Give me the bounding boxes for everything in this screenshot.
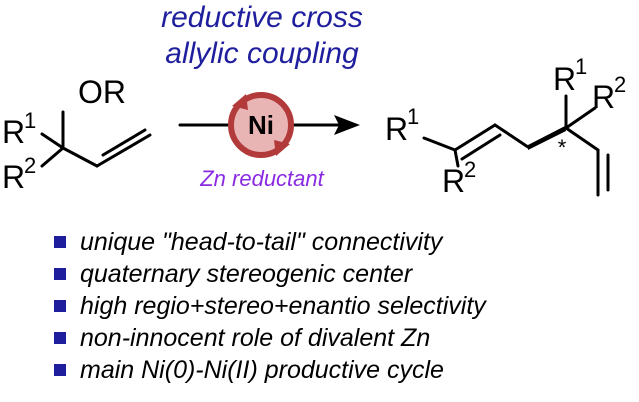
feature-text: main Ni(0)-Ni(II) productive cycle xyxy=(80,356,444,384)
product-left-r1-label: R xyxy=(385,111,408,147)
substrate-r1-superscript: 1 xyxy=(24,108,36,133)
substrate-r2-label: R xyxy=(2,159,25,195)
product-right-r2-superscript: 2 xyxy=(614,72,626,97)
bond-alkene-a xyxy=(453,123,497,152)
product-right-r2-label: R xyxy=(592,79,615,115)
bullet-icon xyxy=(54,268,66,280)
bond-c-r2 xyxy=(40,146,65,168)
substrate-leaving-group: OR xyxy=(78,74,126,110)
bullet-icon xyxy=(54,332,66,344)
feature-item: main Ni(0)-Ni(II) productive cycle xyxy=(54,356,444,384)
reductant-label: Zn reductant xyxy=(199,166,324,191)
product-structure: R 1 R 2 R 1 R 2 * xyxy=(385,54,626,199)
bond-wedge-stereo xyxy=(528,126,566,150)
bullet-icon xyxy=(54,364,66,376)
feature-item: high regio+stereo+enantio selectivity xyxy=(54,292,487,320)
arrow-head xyxy=(334,115,360,135)
bond-vinyl-a xyxy=(95,133,152,168)
feature-text: non-innocent role of divalent Zn xyxy=(80,324,430,352)
bond-quat-r2 xyxy=(564,106,597,130)
substrate-structure: OR R 1 R 2 xyxy=(2,74,152,195)
product-left-r2-superscript: 2 xyxy=(464,157,476,182)
nickel-catalyst-icon: Ni xyxy=(228,92,294,158)
product-left-r2-label: R xyxy=(442,163,465,199)
product-right-r1-superscript: 1 xyxy=(575,54,587,79)
title-line-1: reductive cross xyxy=(161,1,363,34)
bond-alkene-b xyxy=(460,133,502,161)
bond-vinyl-b xyxy=(101,128,147,157)
bond-c-r1 xyxy=(40,132,65,150)
bond-r1-alkene xyxy=(422,136,457,152)
bullet-icon xyxy=(54,300,66,312)
bond-c-ch xyxy=(61,146,99,168)
substrate-r1-label: R xyxy=(2,114,25,150)
feature-text: unique "head-to-tail" connectivity xyxy=(80,228,444,256)
product-right-r1-label: R xyxy=(553,61,576,97)
substrate-r2-superscript: 2 xyxy=(24,153,36,178)
feature-item: unique "head-to-tail" connectivity xyxy=(54,228,444,256)
title-line-2: allylic coupling xyxy=(165,37,359,70)
feature-text: high regio+stereo+enantio selectivity xyxy=(80,292,487,320)
bond-alkene-r2 xyxy=(453,148,460,168)
feature-text: quaternary stereogenic center xyxy=(80,260,414,288)
bullet-icon xyxy=(54,236,66,248)
bond-ch2 xyxy=(493,123,530,149)
product-left-r1-superscript: 1 xyxy=(407,104,419,129)
bond-quat-vinyl xyxy=(564,126,600,152)
stereocenter-mark: * xyxy=(558,135,567,160)
feature-item: quaternary stereogenic center xyxy=(54,260,414,288)
catalyst-label: Ni xyxy=(248,110,274,140)
feature-list: unique "head-to-tail" connectivity quate… xyxy=(54,228,487,384)
feature-item: non-innocent role of divalent Zn xyxy=(54,324,430,352)
reaction-arrow xyxy=(178,115,360,135)
